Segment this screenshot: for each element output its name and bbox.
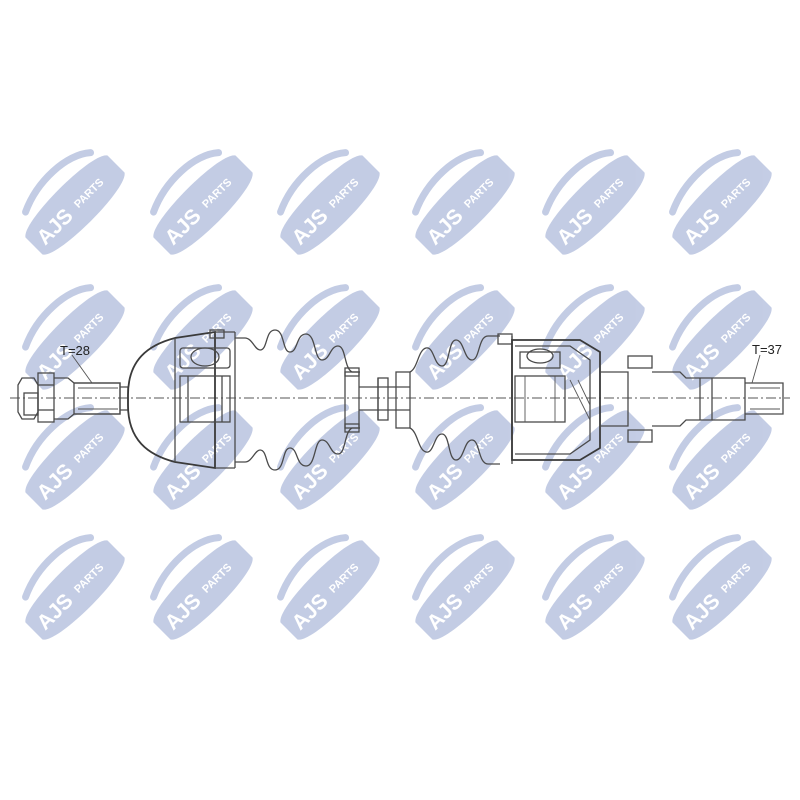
watermark-shape [25,290,125,390]
watermark-shape [280,410,380,510]
watermark-swoosh [22,284,95,351]
watermark-shape [153,155,253,255]
watermark-swoosh [277,149,350,216]
watermark-swoosh [669,284,742,351]
watermark-swoosh [22,534,95,601]
watermark-swoosh [150,284,223,351]
watermark-swoosh [542,149,615,216]
watermark-shape [25,540,125,640]
drive-shaft: T=28 T=37 [10,329,790,471]
watermark-swoosh [542,534,615,601]
watermark-swoosh [22,149,95,216]
watermark-swoosh [542,404,615,471]
watermark-swoosh [669,149,742,216]
watermark-shape [280,290,380,390]
watermark-shape [280,540,380,640]
watermark-shape [672,540,772,640]
watermark-shape [153,410,253,510]
watermark-shape [672,290,772,390]
watermark-swoosh [412,149,485,216]
watermark-swoosh [150,404,223,471]
watermark-shape [415,155,515,255]
watermark-shape [672,155,772,255]
middle-shaft [359,377,410,421]
watermark-swoosh [277,404,350,471]
right-teeth-callout: T=37 [751,342,782,384]
watermark-swoosh [542,284,615,351]
watermark-swoosh [277,534,350,601]
watermark-swoosh [277,284,350,351]
watermark-shape [672,410,772,510]
watermark-shape [545,540,645,640]
watermark-swoosh [412,284,485,351]
watermark-swoosh [150,534,223,601]
watermark-swoosh [150,149,223,216]
watermark-shape [415,410,515,510]
left-teeth-callout: T=28 [60,343,93,384]
watermark-shape [545,410,645,510]
watermark-shape [25,410,125,510]
left-teeth-label: T=28 [60,343,90,358]
inner-cv-joint [511,339,629,461]
right-stub-shaft [627,355,784,443]
watermark-shape [415,540,515,640]
watermark-shape [545,290,645,390]
watermark-shape [153,290,253,390]
watermark-swoosh [669,404,742,471]
right-teeth-label: T=37 [752,342,782,357]
watermark-swoosh [412,534,485,601]
left-stub-shaft [17,372,129,423]
watermark-swoosh [669,534,742,601]
watermark-layer: AJSPARTSAJSPARTSAJSPARTSAJSPARTSAJSPARTS… [22,149,772,640]
watermark-shape [25,155,125,255]
watermark-swoosh [412,404,485,471]
watermark-shape [415,290,515,390]
watermark-shape [280,155,380,255]
watermark-shape [545,155,645,255]
watermark-shape [153,540,253,640]
outer-boot [234,329,360,471]
outer-cv-joint [127,329,235,470]
